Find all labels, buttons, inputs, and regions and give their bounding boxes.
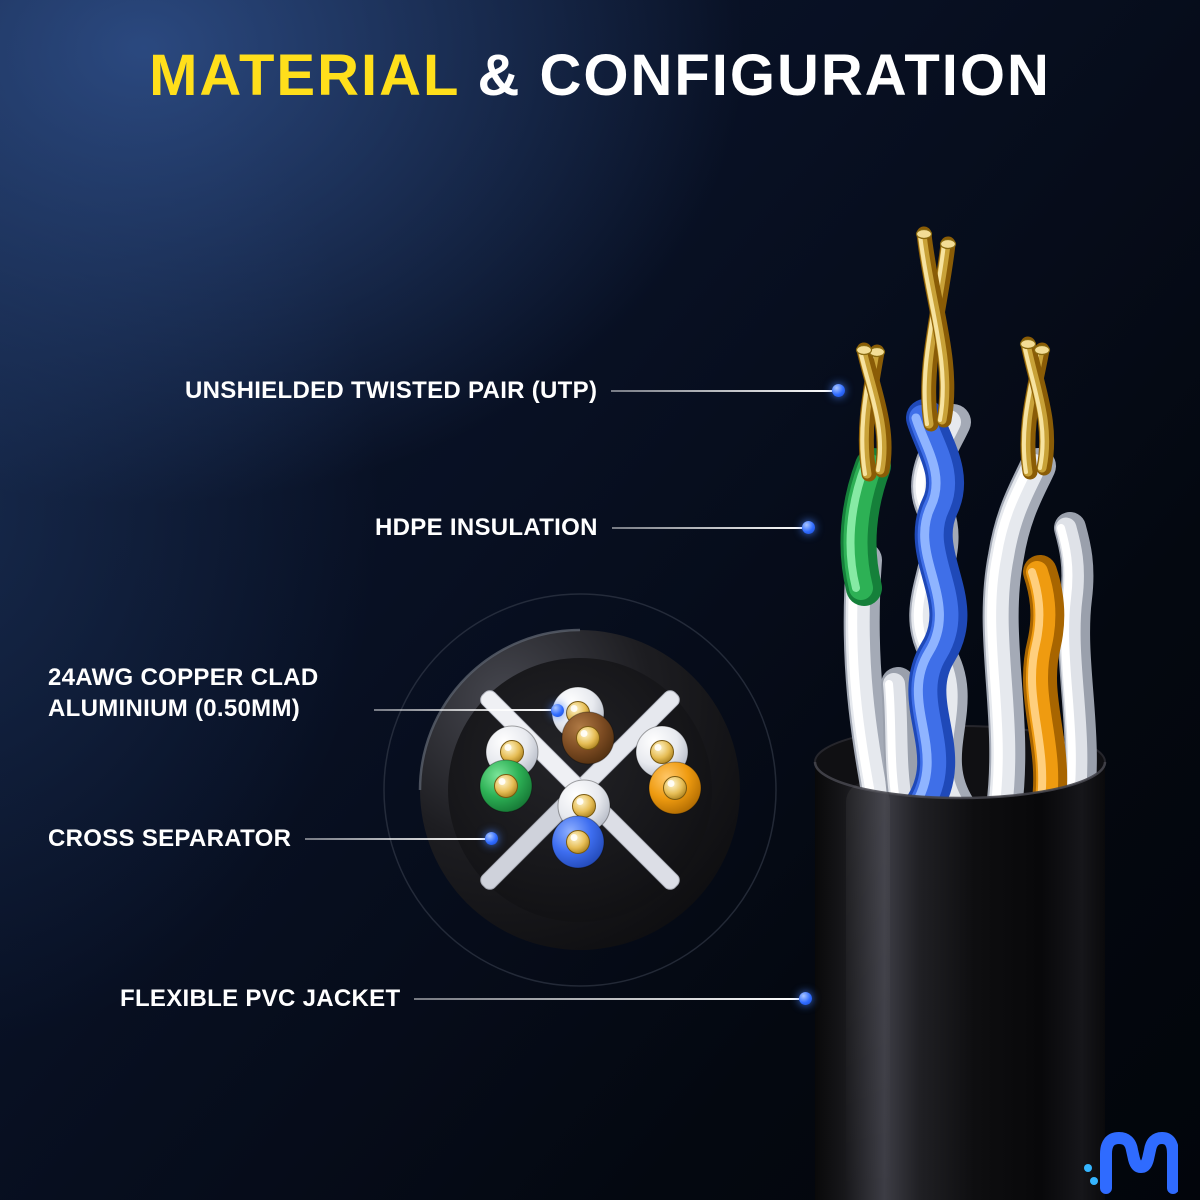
green-insulated-wire — [850, 466, 873, 588]
logo-dot-2 — [1090, 1177, 1098, 1185]
annotation-hdpe-dot — [802, 521, 815, 535]
annotation-cross-separator: CROSS SEPARATOR — [48, 825, 498, 853]
copper-conductors-left — [855, 346, 885, 475]
annotation-hdpe-label: HDPE INSULATION — [375, 514, 598, 541]
annotation-pvc-jacket: FLEXIBLE PVC JACKET — [120, 985, 812, 1013]
annotation-utp-dot — [832, 384, 845, 398]
annotation-hdpe: HDPE INSULATION — [375, 514, 815, 542]
wire-blue — [551, 815, 605, 869]
annotation-hdpe-line — [611, 526, 802, 529]
brand-logo — [1084, 1132, 1178, 1194]
annotation-copper: 24AWG COPPER CLAD ALUMINIUM (0.50MM) — [48, 662, 564, 724]
annotation-copper-line — [374, 709, 551, 711]
orange-insulated-wire — [1032, 572, 1050, 808]
annotation-cross-separator-dot — [485, 832, 498, 846]
annotation-copper-dot — [551, 704, 564, 717]
title-rest: & CONFIGURATION — [477, 43, 1051, 108]
annotation-utp-line — [611, 389, 832, 392]
annotation-pvc-jacket-label: FLEXIBLE PVC JACKET — [120, 985, 401, 1012]
cross-section-diagram — [383, 593, 777, 987]
page-title: MATERIAL & CONFIGURATION — [0, 42, 1200, 109]
annotation-cross-separator-line — [305, 837, 485, 840]
cross-section-rim-highlight — [418, 628, 581, 791]
cross-section-wires — [479, 686, 702, 869]
jacket-rim-highlight — [813, 761, 1107, 800]
wave-m-icon — [1100, 1132, 1178, 1194]
wire-green — [479, 759, 533, 813]
annotation-cross-separator-label: CROSS SEPARATOR — [48, 825, 292, 852]
cable-render — [813, 230, 1107, 1200]
cross-section-outline-ring — [383, 593, 777, 987]
annotation-pvc-jacket-dot — [799, 992, 812, 1006]
jacket-gloss — [846, 782, 890, 1200]
wire-orange — [648, 761, 702, 815]
blue-white-twisted-pair — [913, 418, 958, 808]
wire-brown — [561, 711, 615, 765]
logo-dot-1 — [1084, 1164, 1092, 1172]
title-highlight: MATERIAL — [149, 43, 460, 108]
copper-conductors-center — [915, 230, 957, 425]
annotation-copper-label: 24AWG COPPER CLAD ALUMINIUM (0.50MM) — [48, 664, 319, 722]
annotation-utp-label: UNSHIELDED TWISTED PAIR (UTP) — [185, 377, 598, 404]
annotation-pvc-jacket-line — [414, 997, 799, 1000]
copper-conductors-right — [1019, 340, 1050, 473]
annotation-utp: UNSHIELDED TWISTED PAIR (UTP) — [185, 377, 845, 405]
